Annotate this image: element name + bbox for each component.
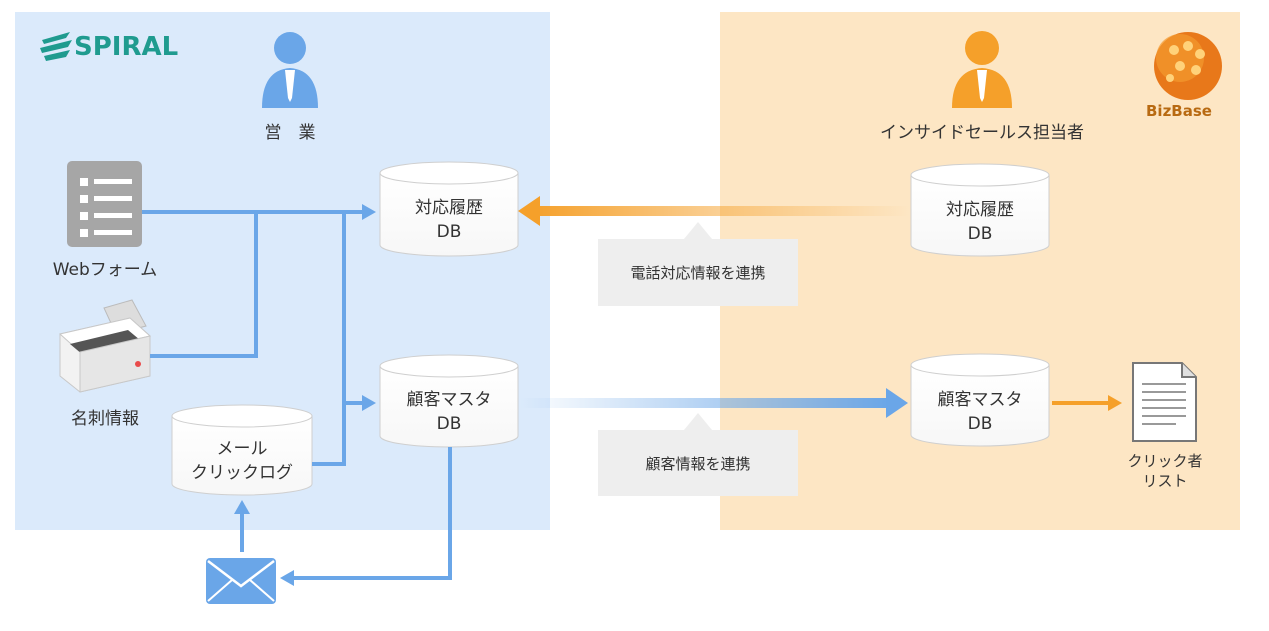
left-arrowheads xyxy=(234,204,376,586)
inside-sales-label: インサイドセールス担当者 xyxy=(880,123,1084,143)
web-form-icon xyxy=(67,161,142,247)
spiral-logo-mark-icon xyxy=(40,32,72,61)
business-card-scanner-icon xyxy=(58,299,152,393)
web-form-label: Webフォーム xyxy=(52,260,158,280)
db-mail-click-log xyxy=(171,404,313,496)
business-card-label: 名刺情報 xyxy=(71,409,139,429)
click-list-document-icon xyxy=(1132,362,1197,442)
bizbase-logo: BizBase xyxy=(1146,102,1212,120)
db-left-customer xyxy=(379,354,519,448)
click-list-arrow xyxy=(1052,395,1122,411)
inside-sales-person-icon xyxy=(952,31,1012,108)
click-list-label: クリック者 リスト xyxy=(1127,452,1203,490)
right-customer-db-label: 顧客マスタ DB xyxy=(937,390,1023,434)
left-connectors xyxy=(142,210,452,580)
sales-person-icon xyxy=(262,32,318,108)
db-right-history xyxy=(910,163,1050,257)
mail-click-log-db-label: メール クリックログ xyxy=(191,439,293,483)
email-envelope-icon xyxy=(206,558,276,604)
phone-info-sync-arrow xyxy=(518,196,910,226)
db-right-customer xyxy=(910,353,1050,447)
spiral-logo: SPIRAL xyxy=(74,32,179,62)
left-history-db-label: 対応履歴 DB xyxy=(415,198,483,242)
customer-info-callout: 顧客情報を連携 xyxy=(598,430,798,496)
customer-info-sync-arrow xyxy=(520,388,908,418)
db-left-history xyxy=(379,161,519,257)
bizbase-logo-icon xyxy=(1154,32,1222,100)
right-history-db-label: 対応履歴 DB xyxy=(946,200,1014,244)
sales-label: 営 業 xyxy=(264,123,316,143)
phone-info-callout: 電話対応情報を連携 xyxy=(598,239,798,306)
left-customer-db-label: 顧客マスタ DB xyxy=(406,390,492,434)
